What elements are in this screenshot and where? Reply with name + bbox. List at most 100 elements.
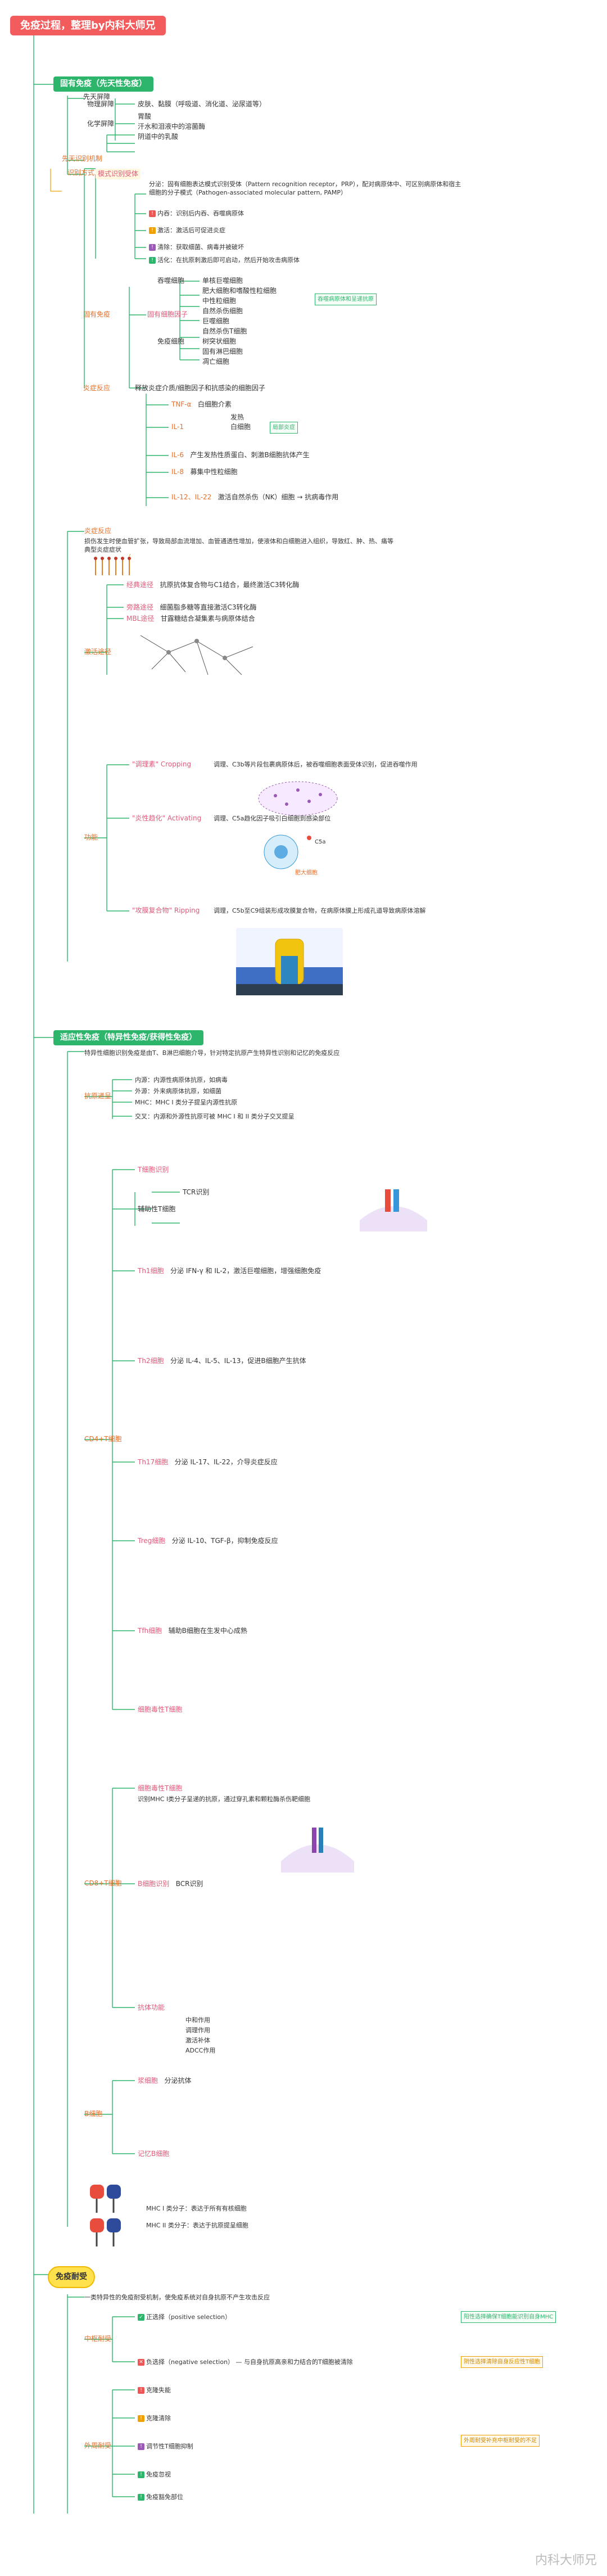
node-ab2: 调理作用 [185,2027,210,2034]
node-path2-desc: 细菌脂多糖等直接激活C3转化酶 [160,603,257,611]
section-innate-header: 固有免疫（先天性免疫） [53,76,153,92]
node-il6-label: IL-6 [171,451,184,459]
tcr-mhc-icon [360,1189,427,1231]
node-ab4: ADCC作用 [185,2047,216,2054]
node-path1-label: 经典途径 [126,581,154,589]
mechanism-badge-icon: ! [149,244,156,251]
node-physical: 物理屏障 [87,100,115,108]
warning-icon: ! [138,2387,144,2394]
node-inflam-desc: 损伤发生时使血管扩张，导致局部血流增加、血管通透性增加，使液体和白细胞进入组织，… [84,538,393,553]
node-central-pos: ✓正选择（positive selection） [138,2313,231,2321]
warning-icon: ! [138,2415,144,2422]
callout-b: 阴性选择清除自身反应性T细胞 [461,2356,543,2368]
mhc-molecule-icon [90,2185,121,2246]
node-peripheral: 外周耐受 [84,2442,112,2449]
node-t1-pos: 正选择（positive selection） [146,2313,232,2321]
node-il6: IL-6 产生发热性质蛋白、刺激B细胞抗体产生 [171,451,310,459]
node-c1: 单核巨噬细胞 [202,277,243,285]
mast-cell-icon [264,834,311,869]
node-ag3: MHC：MHC I 类分子提呈内源性抗原 [135,1099,238,1106]
watermark-text: 内科大师兄 [534,2554,597,2568]
node-th: 辅助性T细胞 [138,1205,176,1213]
complement-cascade-icon [140,635,253,675]
node-central-neg: ✕负选择（negative selection） — 与自身抗原高亲和力结合的T… [138,2358,353,2366]
node-p4-text: 免疫忽视 [146,2471,171,2478]
node-p4: !免疫忽视 [138,2470,171,2479]
node-c5: 巨噬细胞 [202,317,230,325]
node-tfh-desc: 辅助B细胞在生发中心成熟 [168,1627,247,1635]
node-m2-text: 激活：激活后可促进炎症 [157,227,225,234]
node-il12: IL-12、IL-22 激活自然杀伤（NK）细胞 → 抗病毒作用 [171,493,338,502]
node-p1: !克隆失能 [138,2386,171,2394]
matches-illustration [90,550,141,576]
node-path1: 经典途径 抗原抗体复合物与C1结合，最终激活C3转化酶 [126,581,300,589]
node-f1: "调理素" Cropping [132,760,192,768]
node-ag2: 外源：外来病原体抗原，如细菌 [135,1088,221,1095]
node-physical-items: 皮肤、黏膜（呼吸道、消化道、泌尿道等） [138,100,266,108]
node-tfh: Tfh细胞 辅助B细胞在生发中心成熟 [138,1627,247,1635]
node-memory-label: 记忆B细胞 [138,2150,170,2158]
node-ag4: 交叉：内源和外源性抗原可被 MHC I 和 II 类分子交叉提呈 [135,1113,295,1120]
node-path3-label: MBL途径 [126,615,155,622]
node-cd4: CD4+T细胞 [84,1435,122,1443]
mechanism-badge-icon: ! [149,257,156,264]
callout-a: 阳性选择确保T细胞能识别自身MHC [461,2311,556,2323]
node-m1-text: 内吞：识别后内吞、吞噬病原体 [157,210,244,217]
node-tcr: TCR识别 [183,1188,210,1196]
mechanism-badge-icon: ! [149,227,156,234]
node-ctl: 细胞毒性T细胞 [138,1784,183,1792]
node-chem2: 汗水和泪液中的溶菌酶 [138,123,206,130]
opsonization-icon [258,781,338,816]
node-il1-d3: 白细胞 [230,423,251,431]
node-ab: 抗体功能 [138,2004,165,2012]
node-m3-text: 清除：获取细菌、病毒并被破坏 [157,243,244,251]
node-func: 功能 [84,833,98,841]
node-il12-desc: 激活自然杀伤（NK）细胞 → 抗病毒作用 [218,493,339,501]
node-treg: Treg细胞 分泌 IL-10、TGF-β，抑制免疫反应 [138,1537,278,1545]
node-c3: 中性粒细胞 [202,297,237,305]
callout-phago: 吞噬病原体和呈递抗原 [315,294,377,305]
membrane-attack-complex-icon [236,939,343,995]
node-c9: 凋亡细胞 [202,358,230,366]
node-mhc-ii: MHC II 类分子：表达于抗原提呈细胞 [146,2222,248,2229]
node-cyto: 炎症反应 [83,384,111,392]
node-prr: 模式识别受体 [96,169,141,179]
node-ctl-label: 细胞毒性T细胞 [138,1706,183,1713]
node-m1: !内吞：识别后内吞、吞噬病原体 [149,209,244,218]
node-bcr: BCR识别 [175,1880,203,1888]
node-c7: 树突状细胞 [202,337,237,345]
node-pathway: 激活途径 [84,648,112,656]
node-p3-text: 调节性T细胞抑制 [146,2443,193,2450]
node-ag1: 内源：内源性病原体抗原，如病毒 [135,1076,228,1084]
node-p1-text: 克隆失能 [146,2386,171,2394]
chemotaxis-illustration [253,827,332,872]
tag-c5a: C5a [315,839,326,845]
cross-icon: ✕ [138,2359,144,2366]
node-tnf: TNF-α 白细胞介素 [171,400,232,409]
node-ctl-summary: 细胞毒性T细胞 [138,1706,182,1714]
node-tnf-desc: 白细胞介素 [197,400,232,408]
node-p2: !克隆清除 [138,2414,171,2422]
node-th17-label: Th17细胞 [138,1458,169,1466]
node-f3-desc: 调理，C5b至C9组装形成攻膜复合物，在病原体膜上形成孔道导致病原体溶解 [214,907,426,914]
node-c2: 肥大细胞和嗜酸性粒细胞 [202,287,277,295]
node-f2-desc: 调理、C5a趋化因子吸引白细胞到感染部位 [214,815,331,822]
node-m2: !激活：激活后可促进炎症 [149,226,225,234]
ctl-illustration [281,1822,354,1873]
node-recognition: 先天识别机制 [62,155,103,163]
node-bcell: B细胞 [84,2110,103,2118]
section-tolerance-header: 免疫耐受 [48,2266,95,2288]
node-path3: MBL途径 甘露糖结合凝集素与病原体结合 [126,615,255,623]
mechanism-badge-icon: ! [149,210,156,217]
node-f1-desc: 调理、C3b等片段包裹病原体后，被吞噬细胞表面受体识别，促进吞噬作用 [214,761,418,768]
node-p5: !免疫豁免部位 [138,2493,183,2501]
node-il12-label: IL-12、IL-22 [171,493,212,501]
node-treg-label: Treg细胞 [138,1537,166,1545]
node-central: 中枢耐受 [84,2335,112,2343]
node-path1-desc: 抗原抗体复合物与C1结合，最终激活C3转化酶 [160,581,300,589]
node-p5-text: 免疫豁免部位 [146,2493,183,2501]
ctl-killing-icon [281,1828,354,1873]
mindmap-title: 免疫过程，整理by内科大师兄 [10,16,166,35]
